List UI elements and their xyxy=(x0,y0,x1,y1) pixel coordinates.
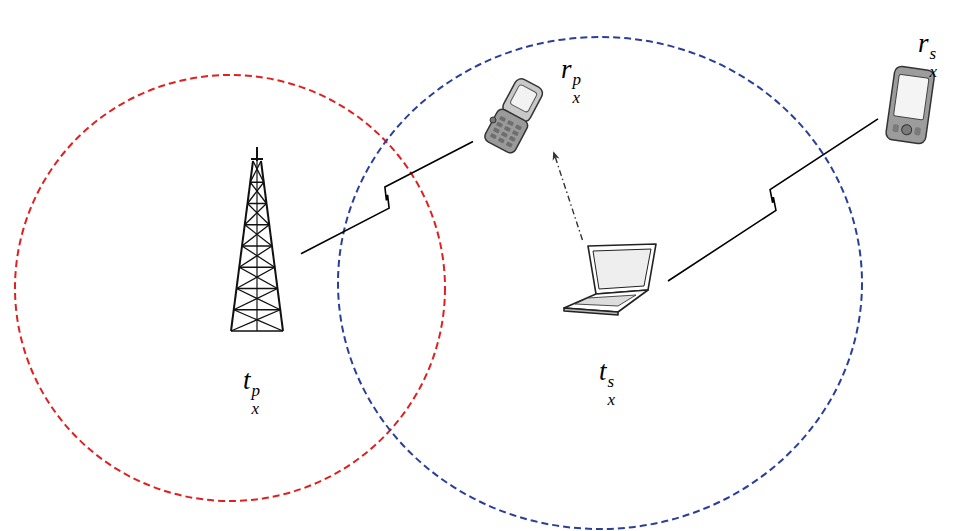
label-row: rxs xyxy=(878,26,958,81)
secondary-coverage-circle xyxy=(338,37,862,529)
wireless-link xyxy=(668,119,878,281)
secondary-transmitter: txs xyxy=(553,240,668,411)
primary-coverage-circle xyxy=(15,75,445,501)
laptop-icon xyxy=(558,242,663,314)
device-label: rxp xyxy=(561,56,581,107)
primary-transmitter: txp xyxy=(213,145,301,420)
phone-icon xyxy=(477,76,547,150)
wireless-link xyxy=(301,141,473,253)
device-label: txp xyxy=(243,367,260,418)
secondary-receiver: rxs xyxy=(878,26,958,150)
pda-icon xyxy=(884,66,936,146)
tower-icon xyxy=(221,147,293,333)
device-label: txs xyxy=(599,358,615,409)
interference-arrow xyxy=(554,152,583,240)
device-label: rxs xyxy=(918,30,937,81)
primary-receiver: rxp xyxy=(473,48,600,152)
